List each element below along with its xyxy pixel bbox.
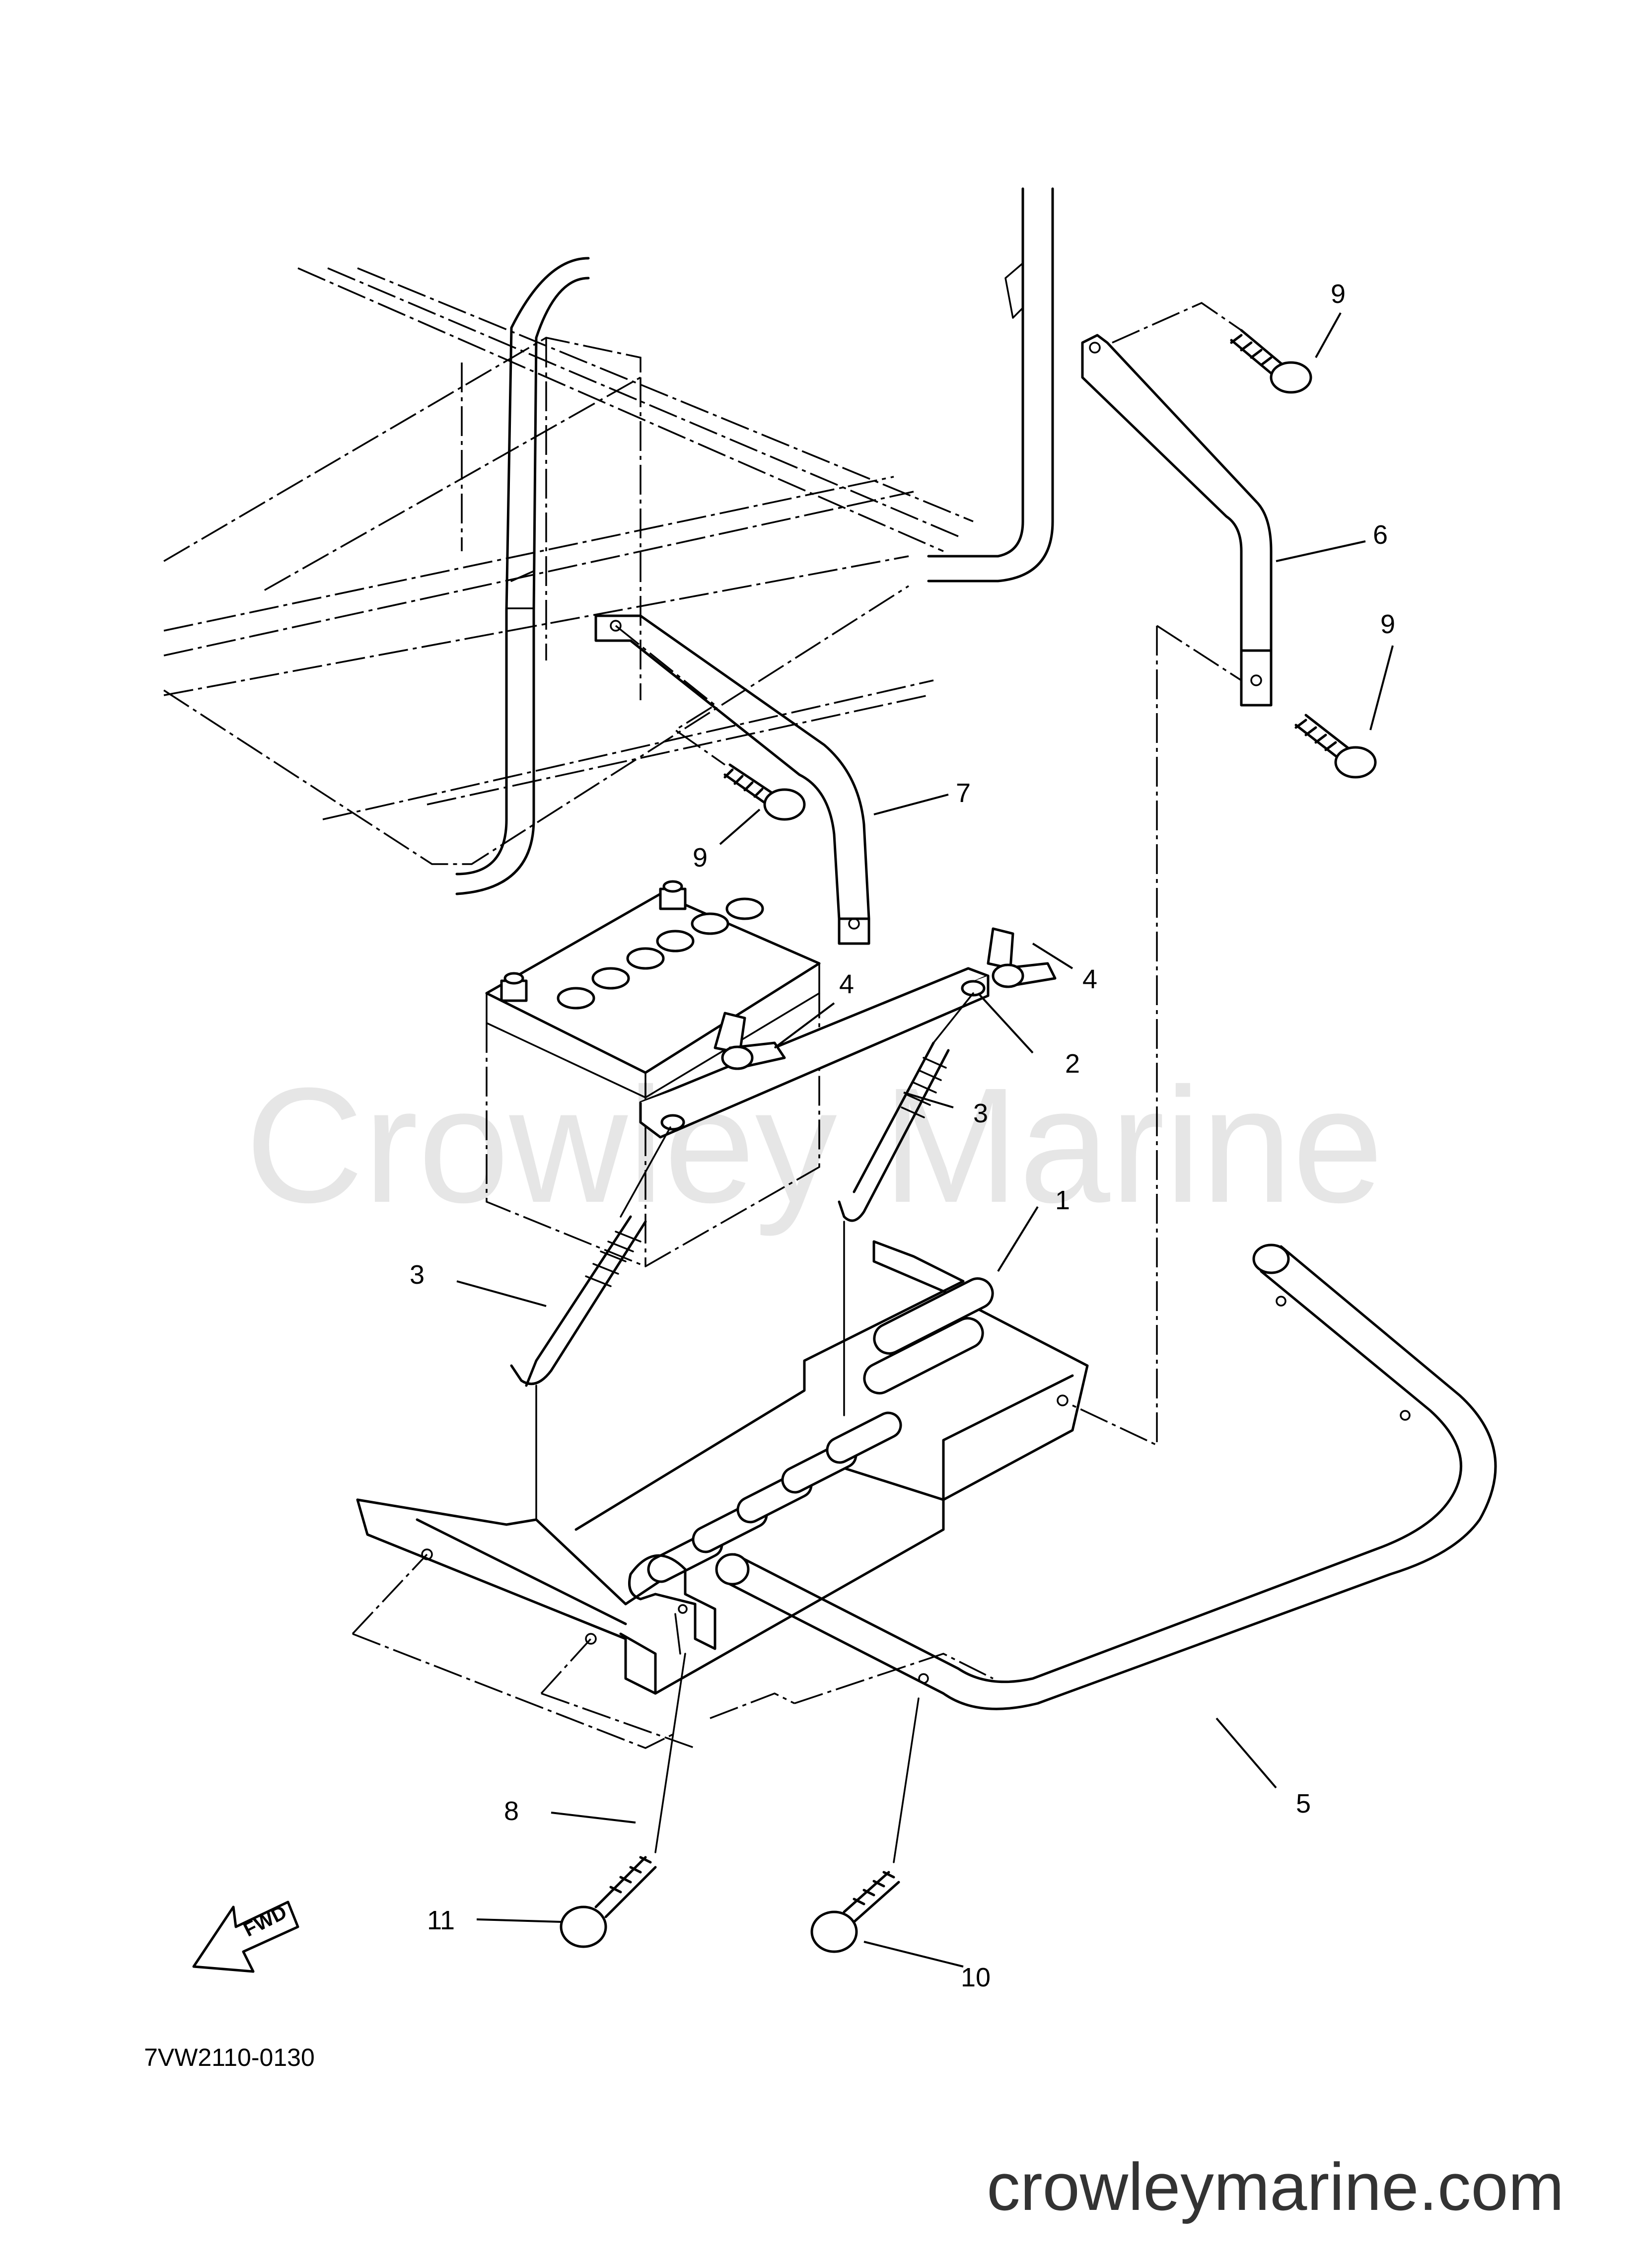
assembly-lines <box>352 302 1242 1863</box>
callout-3-left: 3 <box>410 1260 425 1290</box>
callout-11: 11 <box>427 1905 455 1935</box>
callout-2: 2 <box>1065 1049 1080 1079</box>
bolt-10 <box>810 1871 900 1953</box>
bolt-9-top <box>1230 329 1312 394</box>
clamp-8 <box>628 1554 716 1650</box>
callouts: 1 2 3 3 4 4 5 6 7 8 9 9 9 10 11 <box>410 279 1395 1992</box>
drawing-code: 7VW2110-0130 <box>144 2044 315 2071</box>
callout-9-left: 9 <box>693 843 708 873</box>
j-bolt-3-right <box>838 1041 950 1222</box>
rack-frame <box>163 267 974 865</box>
callout-10: 10 <box>961 1963 991 1992</box>
battery-terminal-left <box>500 972 528 1002</box>
bolt-11 <box>560 1856 657 1948</box>
callout-leaders <box>456 312 1394 1968</box>
fwd-arrow-icon: FWD <box>192 1901 299 1973</box>
tray-slots <box>647 1277 994 1583</box>
callout-4-right: 4 <box>1082 964 1097 994</box>
wing-nut-4-left <box>714 1012 786 1070</box>
callout-5: 5 <box>1296 1789 1311 1819</box>
callout-7: 7 <box>956 778 971 808</box>
battery-cell-caps <box>557 897 764 1010</box>
battery-terminal-right <box>659 880 687 910</box>
site-footer: crowleymarine.com <box>987 2149 1564 2224</box>
callout-9-top: 9 <box>1331 279 1346 309</box>
callout-3-right: 3 <box>973 1098 988 1128</box>
stay-6 <box>1081 334 1273 707</box>
callout-9-right: 9 <box>1380 609 1395 639</box>
stay-7 <box>594 614 870 945</box>
bolt-9-left <box>723 763 806 821</box>
callout-6: 6 <box>1373 520 1388 550</box>
watermark-text: Crowley Marine <box>245 1053 1383 1238</box>
battery <box>485 880 821 1267</box>
wing-nut-4-right <box>987 927 1057 988</box>
callout-1: 1 <box>1055 1185 1070 1215</box>
rack-rails <box>455 187 1054 895</box>
battery-tray-1 <box>356 1240 1089 1695</box>
bolt-9-right <box>1294 714 1377 779</box>
j-bolt-3-left <box>510 1215 647 1387</box>
hold-down-bar-2 <box>639 967 990 1139</box>
callout-4-left: 4 <box>839 969 854 999</box>
callout-8: 8 <box>504 1796 519 1826</box>
bracket-tube-5 <box>715 1244 1497 1710</box>
